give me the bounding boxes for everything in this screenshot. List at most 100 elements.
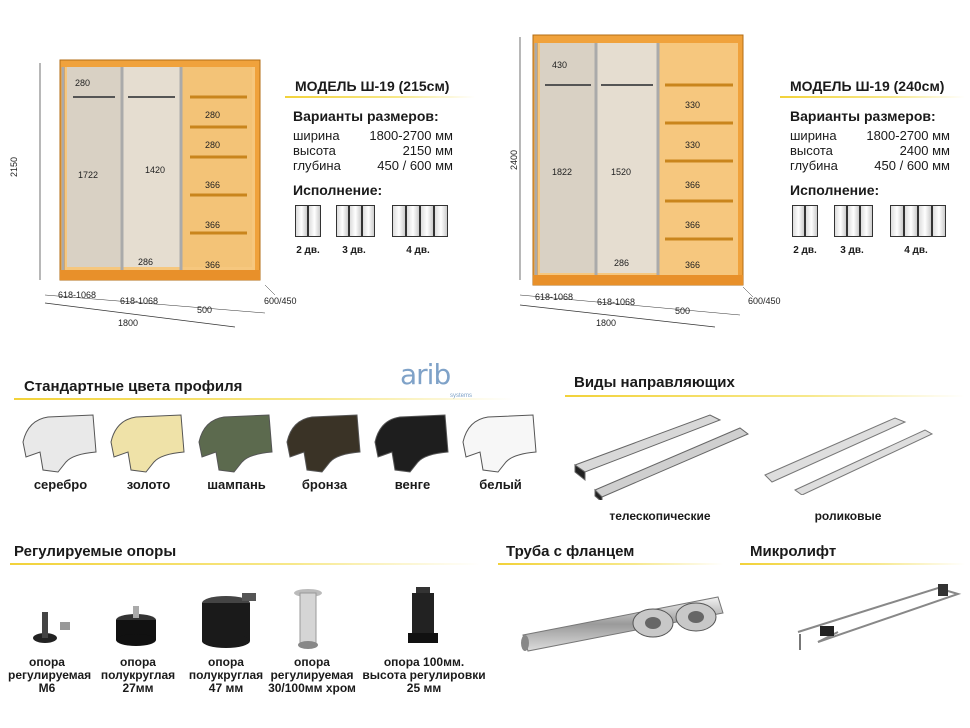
section-rule <box>565 395 965 397</box>
profile-swatch-image <box>198 414 273 473</box>
support-label-line: высота регулировки <box>362 668 486 682</box>
height-dim: 2400 <box>509 149 520 171</box>
pipe-flange-image <box>521 596 724 652</box>
door-label: 4 дв. <box>406 245 430 256</box>
profile-color-label: белый <box>479 477 522 492</box>
profile-color-label: венге <box>394 477 431 492</box>
support-chrome-image <box>294 589 322 649</box>
shelf-dim: 330 <box>685 140 701 150</box>
shelf-dim: 366 <box>685 220 701 230</box>
door-label: 2 дв. <box>296 245 320 256</box>
support-label: опора полукруглая 47 мм <box>186 656 266 695</box>
door-label: 3 дв. <box>840 245 864 256</box>
exec-label-2: Исполнение: <box>790 182 880 198</box>
spec-value: 450 / 600 мм <box>377 158 453 173</box>
support-label-line: опора <box>120 655 156 669</box>
support-label: опора полукруглая 27мм <box>98 656 178 695</box>
profile-swatch: золото <box>106 412 191 507</box>
support-label-line: регулируемая <box>270 668 354 682</box>
profile-swatch-image <box>462 414 537 473</box>
support-100mm-image <box>408 587 438 643</box>
bottom-dim: 286 <box>138 257 154 267</box>
shelf-dim: 366 <box>685 180 701 190</box>
spec-value: 1800-2700 мм <box>866 128 950 143</box>
section-rule <box>10 563 480 565</box>
guides-title: Виды направляющих <box>574 374 735 391</box>
profile-color-label: бронза <box>301 477 348 492</box>
shelf-dim: 330 <box>685 100 701 110</box>
model-title-2: МОДЕЛЬ Ш-19 (240см) <box>790 78 945 94</box>
door-option-3-2 <box>834 205 873 237</box>
guide-label-roller: роликовые <box>814 509 882 523</box>
spec-key: глубина <box>790 158 838 173</box>
support-label-line: М6 <box>38 681 56 695</box>
wardrobe-drawing-1 <box>39 59 276 328</box>
left-height-dim: 1722 <box>78 170 99 180</box>
profile-swatch-image <box>286 414 361 473</box>
spec-key: ширина <box>790 128 837 143</box>
door-option-3-1 <box>336 205 375 237</box>
profile-color-label: серебро <box>33 477 88 492</box>
support-m6-image <box>33 612 70 643</box>
door-option-4-1 <box>392 205 448 237</box>
door-label: 2 дв. <box>793 245 817 256</box>
profile-colors-title: Стандартные цвета профиля <box>24 378 243 395</box>
door-label: 4 дв. <box>904 245 928 256</box>
title-rule <box>780 96 965 98</box>
support-label: опора регулируемая 30/100мм хром <box>262 656 362 695</box>
brand-logo-sub: systems <box>450 393 473 399</box>
height-dim: 2150 <box>9 156 20 178</box>
spec-key: глубина <box>293 158 341 173</box>
pipe-title: Труба с фланцем <box>506 543 635 560</box>
support-label-line: 25 мм <box>406 681 442 695</box>
section-rule <box>498 563 723 565</box>
bottom-dim: 286 <box>614 258 630 268</box>
support-label-line: опора <box>294 655 330 669</box>
profile-swatch-image <box>374 414 449 473</box>
section-rule <box>740 563 965 565</box>
shelf-dim: 366 <box>685 260 701 270</box>
microlift-title: Микролифт <box>750 543 837 560</box>
width-dim-1: 618-1068 <box>535 292 574 302</box>
wardrobe-drawing-2 <box>519 34 754 328</box>
profile-swatch-image <box>22 414 97 473</box>
support-label-line: полукруглая <box>100 668 176 682</box>
profile-swatch-image <box>110 414 185 473</box>
spec-key: ширина <box>293 128 340 143</box>
door-label: 3 дв. <box>342 245 366 256</box>
shelf-dim: 280 <box>205 110 221 120</box>
mid-height-dim: 1420 <box>145 165 166 175</box>
brand-logo: arib <box>400 358 451 391</box>
width-dim-1: 618-1068 <box>58 290 97 300</box>
exec-label-1: Исполнение: <box>293 182 383 198</box>
support-label-line: 47 мм <box>208 681 244 695</box>
shelf-dim: 366 <box>205 260 221 270</box>
mid-height-dim: 1520 <box>611 167 632 177</box>
telescopic-guide-image <box>573 414 749 500</box>
door-option-2-1 <box>295 205 321 237</box>
top-dim: 430 <box>552 60 568 70</box>
profile-swatch: венге <box>370 412 455 507</box>
sizes-label-2: Варианты размеров: <box>790 108 936 124</box>
width-dim-3: 500 <box>675 306 691 316</box>
support-label-line: 30/100мм хром <box>268 681 356 695</box>
title-rule <box>285 96 475 98</box>
support-label-line: опора <box>29 655 65 669</box>
width-dim-3: 500 <box>197 305 213 315</box>
width-dim-2: 618-1068 <box>597 297 636 307</box>
microlift-image <box>797 584 962 650</box>
support-47mm-image <box>202 593 256 648</box>
spec-key: высота <box>790 143 833 158</box>
support-label-line: 27мм <box>122 681 154 695</box>
left-height-dim: 1822 <box>552 167 573 177</box>
depth-dim: 600/450 <box>264 296 297 306</box>
spec-key: высота <box>293 143 336 158</box>
width-dim-2: 618-1068 <box>120 296 159 306</box>
support-label-line: опора 100мм. <box>383 655 465 669</box>
top-dim: 280 <box>75 78 91 88</box>
profile-swatch: бронза <box>282 412 367 507</box>
support-label-line: регулируемая <box>8 668 92 682</box>
